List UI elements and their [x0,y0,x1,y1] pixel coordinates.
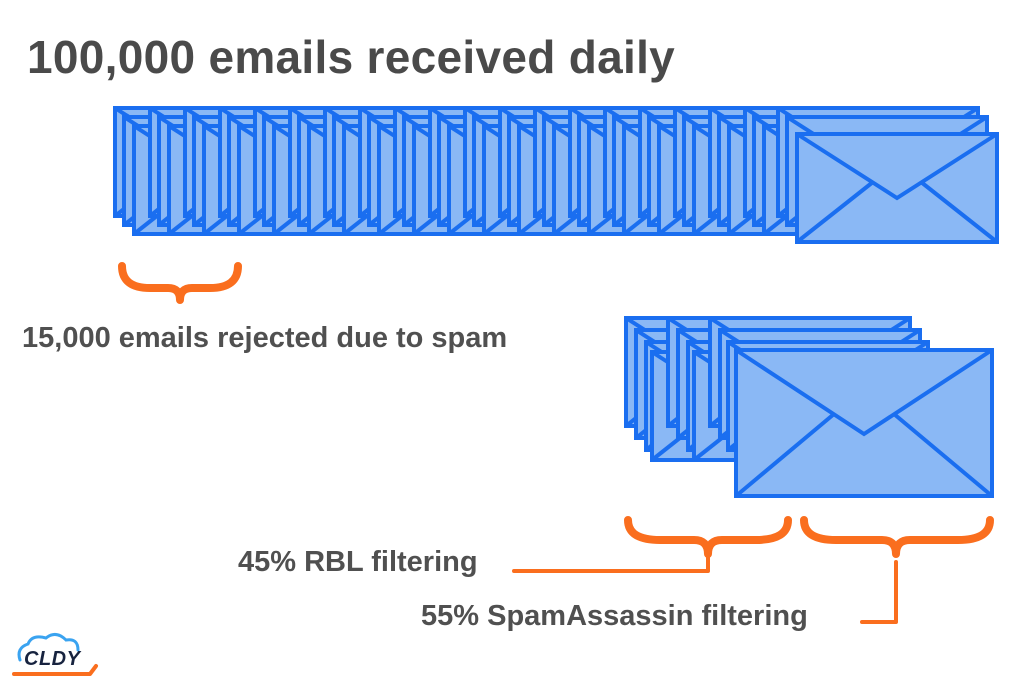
rbl-label: 45% RBL filtering [238,546,478,578]
rbl-brace-icon [624,516,792,558]
rejected-label: 15,000 emails rejected due to spam [22,322,508,354]
cloud-logo-icon [12,633,98,676]
spamassassin-brace-icon [800,516,994,558]
spamassassin-label: 55% SpamAssassin filtering [421,600,808,632]
rejected-brace-icon [118,262,242,304]
envelope-icon [734,348,994,498]
logo-text: CLDY [24,648,81,670]
rbl-connector-line [512,554,710,573]
spamassassin-connector-line [860,560,898,624]
envelope-icon [776,106,999,244]
page-title: 100,000 emails received daily [27,31,676,83]
spam-envelope-stack [624,316,994,498]
received-envelope-stack [113,106,999,244]
